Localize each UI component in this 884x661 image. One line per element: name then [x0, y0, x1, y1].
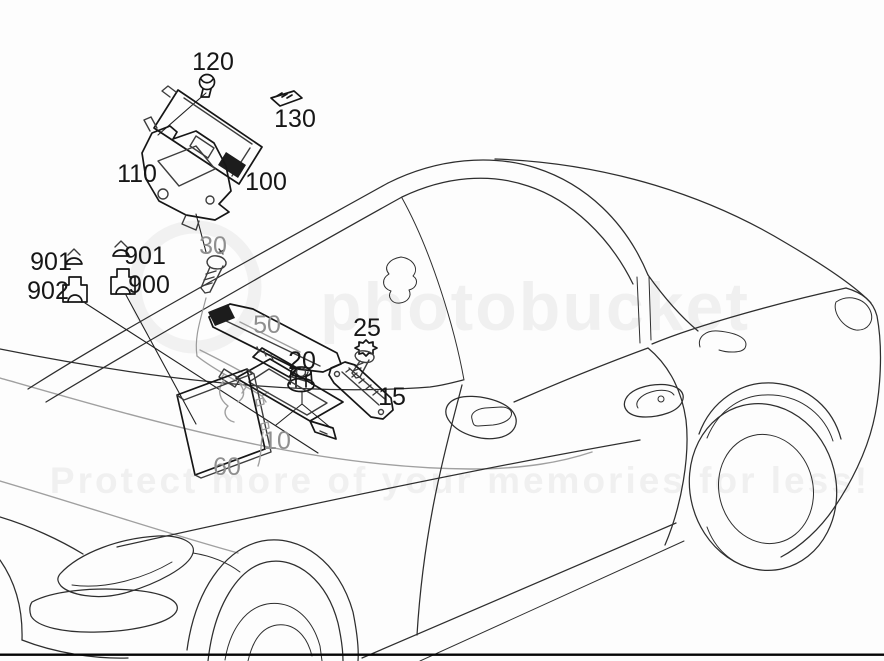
fender-door-crease [116, 439, 641, 548]
label-20: 20 [288, 347, 316, 375]
rocker-lower [419, 540, 685, 661]
door-rear-edge [647, 347, 688, 546]
windshield-header-inner [401, 177, 634, 285]
rear-rim [717, 433, 815, 545]
cowl-fender-line [0, 348, 464, 391]
bumper-corner [0, 559, 23, 641]
windshield-header-outer [387, 159, 649, 276]
roll-bar-right [648, 276, 652, 341]
roll-bar-left [636, 276, 641, 344]
label-10: 10 [263, 427, 291, 455]
leader-110-position [195, 213, 207, 253]
label-901-right: 901 [124, 242, 166, 270]
headlight-inner [71, 561, 173, 587]
front-rim-arc [247, 624, 313, 661]
part-15-bracket [328, 361, 394, 420]
label-50: 50 [253, 311, 281, 339]
leader-lines [84, 92, 332, 454]
rear-tire-shadow-arc [706, 526, 752, 569]
front-arch-inner [207, 560, 344, 661]
part-10-control-unit [218, 346, 344, 440]
label-110: 110 [117, 160, 157, 188]
leader-900 [125, 294, 197, 425]
label-902: 902 [27, 277, 69, 305]
harness-strand-2 [199, 349, 243, 373]
part-25-bolt [351, 339, 378, 379]
part-100-control-unit [153, 85, 263, 185]
harness-stubs [219, 373, 269, 403]
roof-rear-edge [647, 274, 699, 332]
rear-arch-outer [698, 382, 842, 440]
leader-30 [195, 297, 207, 357]
headrest [698, 330, 747, 353]
label-30: 30 [199, 232, 227, 260]
rearview-mirror-squiggle [383, 256, 417, 304]
part-120-screw [198, 73, 216, 98]
rear-arch-inner [706, 394, 834, 442]
car-outline [0, 158, 882, 661]
headlight [57, 535, 194, 598]
label-900: 900 [128, 271, 170, 299]
part-901-clip-left [65, 248, 83, 265]
far-a-pillar-through-glass [401, 197, 465, 381]
leader-20 [275, 391, 332, 429]
side-mirror [445, 395, 517, 440]
tail-light [834, 297, 873, 331]
door-top-edge [513, 347, 649, 403]
part-110-bracket [141, 116, 232, 231]
door-handle-lock [657, 395, 665, 403]
part-60-module [176, 368, 272, 479]
watermark-tagline: Protect more of your memories for less! [50, 460, 870, 501]
label-120: 120 [192, 48, 234, 76]
bumper-intake [29, 588, 178, 633]
side-mirror-inset [471, 406, 512, 427]
label-60: 60 [213, 453, 241, 481]
beltline-rear [651, 287, 847, 345]
hood-crease-lower [0, 480, 239, 554]
watermark-brand: photobucket [320, 269, 750, 345]
hood-crease-upper [0, 377, 593, 470]
label-901-left: 901 [30, 248, 72, 276]
rear-bumper-outline [780, 287, 882, 558]
headlight-arch-link [192, 552, 241, 573]
door-front-edge [416, 384, 463, 636]
label-130: 130 [274, 105, 316, 133]
door-handle-inner [636, 389, 675, 409]
rocker-upper [361, 522, 677, 659]
label-100: 100 [245, 168, 287, 196]
roof-silhouette [494, 158, 872, 304]
part-30-bolt [200, 248, 227, 294]
leader-902 [84, 302, 319, 454]
part-130-cover [270, 90, 303, 107]
part-901-clip-right [112, 240, 130, 257]
watermark: photobucket Protect more of your memorie… [50, 220, 870, 501]
front-arch-outer [186, 539, 359, 661]
label-15: 15 [378, 383, 406, 411]
bottom-border [0, 653, 884, 656]
hood-front-edge [0, 516, 84, 555]
label-25: 25 [353, 314, 381, 342]
a-pillar-inner [45, 196, 403, 403]
part-labels: 120 130 100 110 901 902 901 900 30 50 25… [27, 48, 406, 481]
front-tire-arc [224, 602, 323, 661]
part-900-clamp [110, 268, 136, 295]
rear-tire [688, 402, 838, 572]
door-handle [623, 383, 684, 418]
a-pillar-outer [27, 182, 389, 390]
part-902-clamp [62, 276, 88, 303]
